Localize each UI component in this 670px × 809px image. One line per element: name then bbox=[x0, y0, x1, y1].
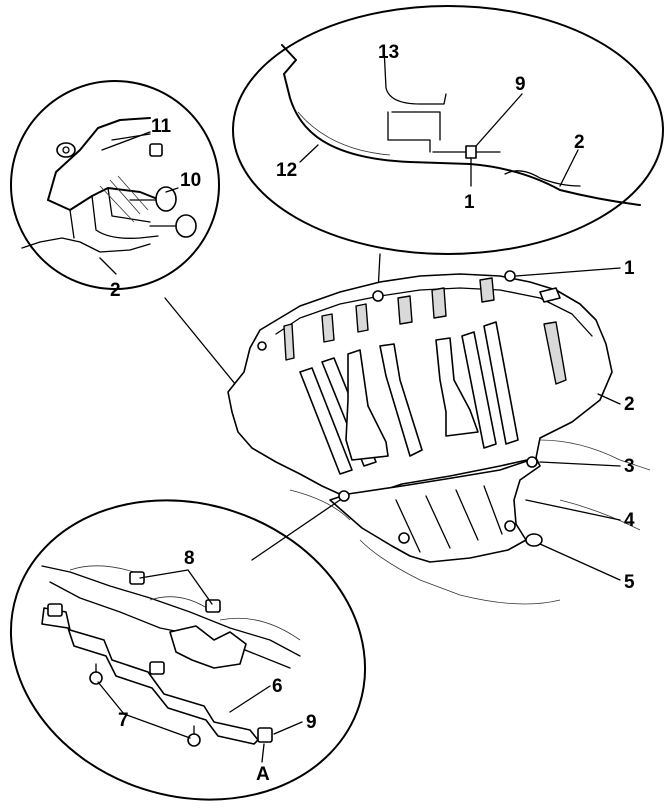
detail-circle-bottom bbox=[9, 499, 367, 801]
callout-left-2: 2 bbox=[110, 280, 121, 301]
callout-top-9: 9 bbox=[515, 74, 526, 95]
callout-top-12: 12 bbox=[276, 160, 297, 181]
callout-main-1: 1 bbox=[624, 258, 635, 279]
callout-main-4: 4 bbox=[624, 510, 635, 531]
undershield-main bbox=[227, 267, 651, 605]
detail-circle-left bbox=[10, 80, 259, 413]
detail-circle-top bbox=[232, 5, 664, 293]
callout-left-10: 10 bbox=[180, 170, 201, 191]
callout-top-2: 2 bbox=[574, 132, 585, 153]
callout-bottom-9: 9 bbox=[306, 712, 317, 733]
callout-top-13: 13 bbox=[378, 42, 399, 63]
callout-labels: 13 9 2 12 1 11 10 2 1 2 3 4 5 8 6 7 9 A bbox=[110, 42, 635, 785]
callout-main-5: 5 bbox=[624, 572, 635, 593]
callout-bottom-7: 7 bbox=[118, 710, 129, 731]
callout-top-1: 1 bbox=[464, 192, 475, 213]
callout-bottom-8: 8 bbox=[184, 548, 195, 569]
callout-main-2: 2 bbox=[624, 394, 635, 415]
callout-bottom-6: 6 bbox=[272, 676, 283, 697]
callout-bottom-A: A bbox=[256, 764, 270, 785]
callout-left-11: 11 bbox=[151, 116, 172, 137]
callout-main-3: 3 bbox=[624, 456, 635, 477]
